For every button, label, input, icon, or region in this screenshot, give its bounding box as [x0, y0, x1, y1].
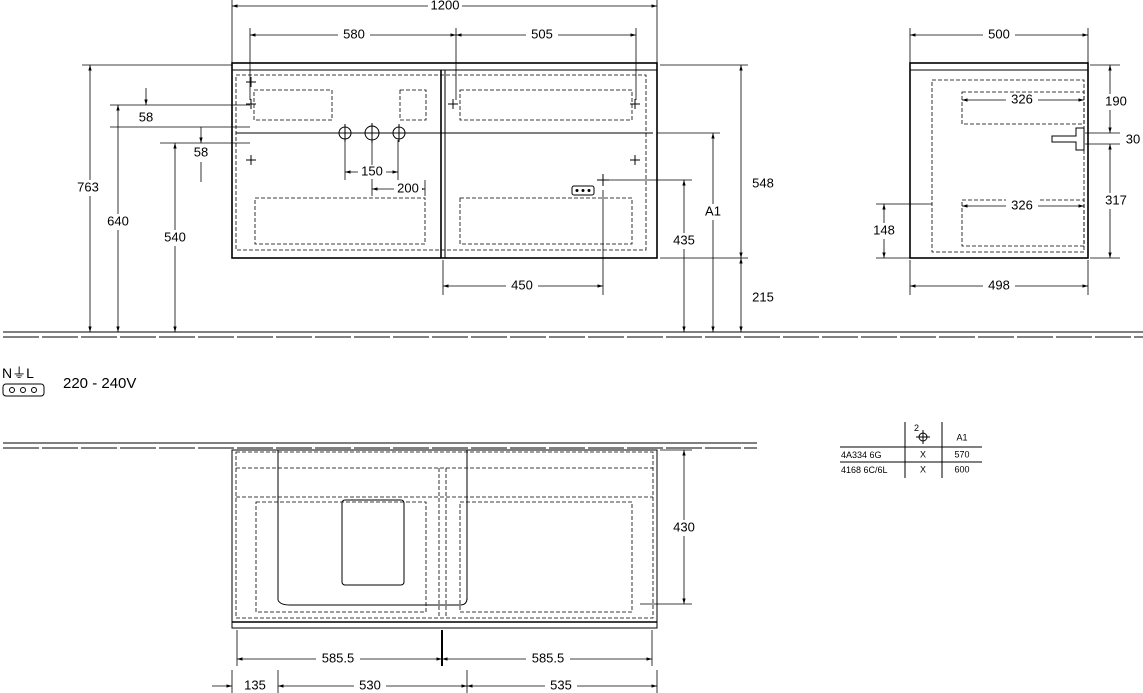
table-header-pipe: 2	[914, 423, 919, 433]
dim-505: 505	[531, 26, 553, 41]
variant-table: 2 A1 4A334 6G X 570 4168 6C/6L X 600	[840, 422, 982, 478]
voltage-label: 220 - 240V	[63, 375, 136, 392]
dim-a1: A1	[705, 203, 721, 218]
dim-535: 535	[550, 677, 572, 692]
dim-585-5-right: 585.5	[532, 650, 565, 665]
dim-763: 763	[77, 179, 99, 194]
dim-148: 148	[873, 222, 895, 237]
dim-326-upper: 326	[1011, 91, 1033, 106]
floor-line-front	[3, 331, 1143, 338]
pipe-connection-icon	[916, 430, 930, 444]
dim-190: 190	[1105, 93, 1127, 108]
row-mark: X	[920, 449, 926, 459]
dim-435: 435	[673, 232, 695, 247]
table-header-a1: A1	[956, 432, 967, 442]
dim-430: 430	[673, 519, 695, 534]
top-dimension-labels: 430 585.5 585.5 135 530 535	[244, 519, 700, 693]
top-view-cabinet	[231, 449, 658, 629]
dim-200: 200	[397, 180, 419, 195]
dim-135: 135	[244, 677, 266, 692]
dim-58-upper: 58	[139, 109, 153, 124]
side-view-cabinet	[909, 62, 1089, 259]
dim-150: 150	[361, 163, 383, 178]
dim-580: 580	[343, 26, 365, 41]
dim-1200: 1200	[431, 0, 460, 12]
dim-450: 450	[511, 277, 533, 292]
dim-548: 548	[752, 175, 774, 190]
dim-215: 215	[752, 289, 774, 304]
dim-317: 317	[1105, 192, 1127, 207]
row-a1: 600	[954, 464, 969, 474]
dim-585-5-left: 585.5	[322, 650, 355, 665]
pipe-connection-icons	[336, 123, 408, 143]
row-mark: X	[920, 464, 926, 474]
front-view-cabinet	[231, 62, 658, 259]
electrical-connector-icon: N⏚L	[2, 365, 45, 397]
wall-line-top	[3, 442, 757, 449]
dim-530: 530	[359, 677, 381, 692]
dim-498: 498	[988, 277, 1010, 292]
row-a1: 570	[954, 449, 969, 459]
dim-58-lower: 58	[194, 144, 208, 159]
side-dimension-labels: 500 326 326 190 30 317 148 498	[868, 26, 1140, 293]
dim-500: 500	[988, 26, 1010, 41]
dim-540: 540	[164, 229, 186, 244]
row-model: 4168 6C/6L	[841, 465, 888, 475]
front-dimension-labels: 1200 580 505 763 640 540 58 58 150 200 4…	[70, 0, 774, 304]
socket-icon	[571, 174, 609, 196]
dim-30: 30	[1126, 131, 1140, 146]
dim-326-lower: 326	[1011, 197, 1033, 212]
table-row: 4168 6C/6L X 600	[841, 464, 970, 475]
connector-symbol-label: N⏚L	[2, 365, 34, 381]
dim-640: 640	[107, 213, 129, 228]
table-row: 4A334 6G X 570	[841, 449, 970, 460]
row-model: 4A334 6G	[841, 450, 882, 460]
